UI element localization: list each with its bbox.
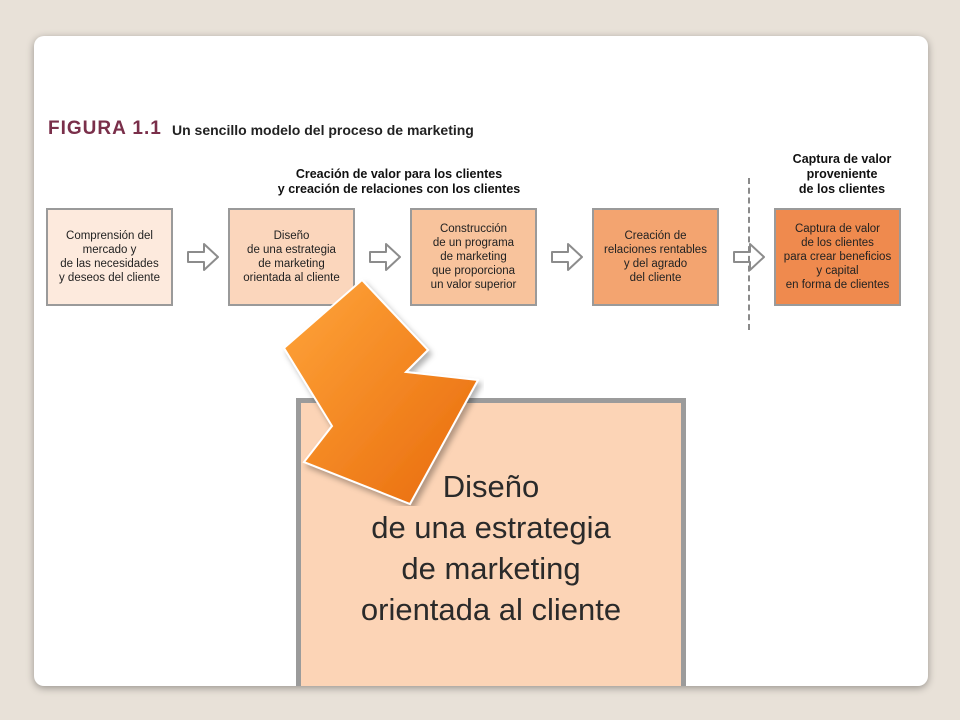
step-box-capture-value: Captura de valor de los clientes para cr… bbox=[774, 208, 901, 306]
step-box-design-strategy: Diseño de una estrategia de marketing or… bbox=[228, 208, 355, 306]
section-divider bbox=[748, 178, 750, 330]
arrow-right-outline-icon bbox=[187, 243, 219, 271]
step-label: Captura de valor de los clientes para cr… bbox=[783, 223, 892, 291]
heading-create-value: Creación de valor para los clientes y cr… bbox=[277, 167, 521, 196]
step-box-build-program: Construcción de un programa de marketing… bbox=[410, 208, 537, 306]
arrow-right-outline-icon bbox=[369, 243, 401, 271]
step-label: Construcción de un programa de marketing… bbox=[430, 223, 517, 291]
step-box-build-relationships: Creación de relaciones rentables y del a… bbox=[592, 208, 719, 306]
zoomed-step-label: Diseño de una estrategia de marketing or… bbox=[360, 469, 622, 627]
step-box-understand-market: Comprensión del mercado y de las necesid… bbox=[46, 208, 173, 306]
heading-capture-value: Captura de valor proveniente de los clie… bbox=[792, 152, 892, 196]
step-label: Creación de relaciones rentables y del a… bbox=[604, 230, 707, 284]
figure-title: Un sencillo modelo del proceso de market… bbox=[172, 122, 474, 138]
step-label: Diseño de una estrategia de marketing or… bbox=[243, 230, 340, 284]
slide: FIGURA 1.1 Un sencillo modelo del proces… bbox=[34, 36, 928, 686]
figure-number: FIGURA 1.1 bbox=[48, 118, 162, 139]
step-label: Comprensión del mercado y de las necesid… bbox=[58, 230, 160, 284]
arrow-right-outline-icon bbox=[551, 243, 583, 271]
arrow-down-left-icon bbox=[282, 278, 480, 506]
